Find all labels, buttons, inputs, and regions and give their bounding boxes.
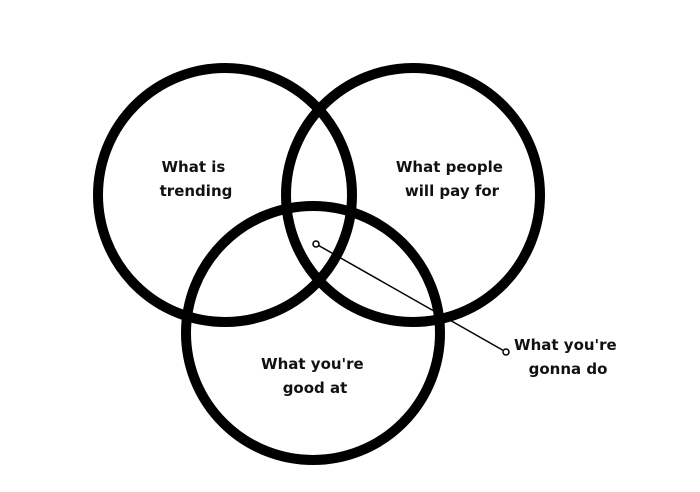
circle-good-at (181, 201, 445, 465)
circle-pay-for (281, 63, 545, 327)
label-pay-for-line-2: will pay for (405, 182, 500, 200)
label-trending: What is trending (160, 158, 233, 200)
label-pay-for: What people will pay for (396, 158, 508, 200)
pointer-dot-end (502, 348, 510, 356)
label-good-at-line-1: What you're (261, 355, 364, 373)
label-intersection-line-2: gonna do (529, 360, 608, 378)
label-trending-line-1: What is (161, 158, 225, 176)
label-good-at-line-2: good at (283, 379, 348, 397)
pointer-line (315, 243, 507, 353)
label-intersection-line-1: What you're (514, 336, 617, 354)
label-pay-for-line-1: What people (396, 158, 503, 176)
pointer-dot-start (312, 240, 320, 248)
label-trending-line-2: trending (160, 182, 233, 200)
circle-trending (93, 63, 357, 327)
label-intersection: What you're gonna do (514, 336, 622, 378)
label-good-at: What you're good at (261, 355, 369, 397)
